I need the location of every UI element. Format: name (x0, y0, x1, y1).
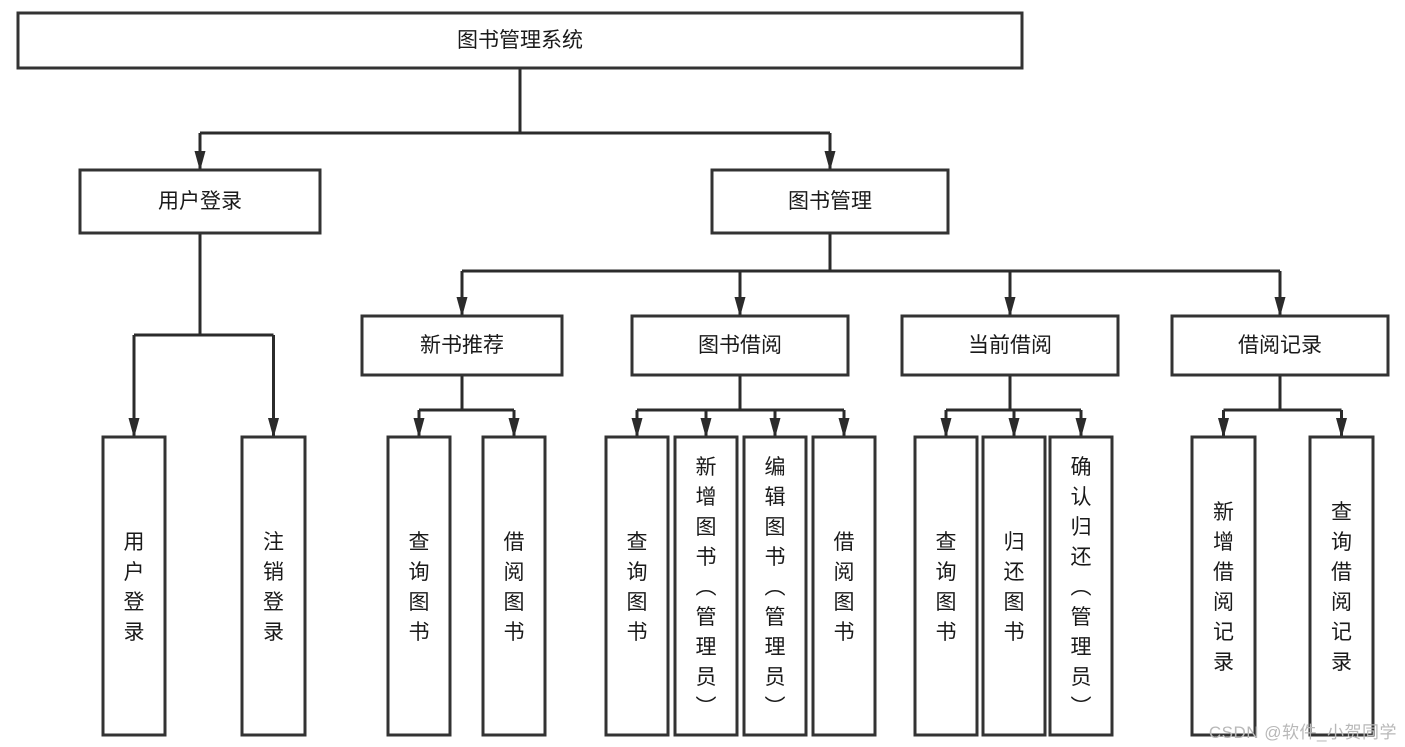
node-借阅图书-leaf-7-label: 借阅图书 (834, 531, 855, 644)
arrow-head-icon (268, 418, 279, 438)
connectors-layer (128, 68, 1347, 438)
arrow-head-icon (700, 418, 712, 438)
node-图书管理系统-root-label: 图书管理系统 (457, 29, 583, 52)
node-注销登录-leaf-1[interactable]: 注销登录 (240, 435, 307, 737)
node-借阅记录-l2-box[interactable] (1170, 314, 1390, 377)
node-当前借阅-l2-box[interactable] (900, 314, 1120, 377)
node-确认归还管理员-leaf-10-box[interactable] (1048, 435, 1114, 737)
node-编辑图书管理员-leaf-6-label: 编辑图书︵管理员︶ (765, 456, 786, 719)
node-归还图书-leaf-9[interactable]: 归还图书 (981, 435, 1047, 737)
arrow-head-icon (631, 418, 643, 438)
node-查询借阅记录-leaf-12-box[interactable] (1308, 435, 1375, 737)
node-查询图书-leaf-2[interactable]: 查询图书 (386, 435, 452, 737)
node-新增借阅记录-leaf-11[interactable]: 新增借阅记录 (1190, 435, 1257, 737)
node-当前借阅-l2-label: 当前借阅 (968, 334, 1052, 357)
node-注销登录-leaf-1-box[interactable] (240, 435, 307, 737)
node-新增图书管理员-leaf-5-label: 新增图书︵管理员︶ (696, 456, 717, 719)
node-用户登录-leaf-0[interactable]: 用户登录 (101, 435, 167, 737)
node-图书管理-l1-box[interactable] (710, 168, 950, 235)
node-用户登录-l1[interactable]: 用户登录 (78, 168, 322, 235)
node-借阅记录-l2-label: 借阅记录 (1238, 334, 1322, 357)
watermark-text: CSDN @软件_小贺同学 (1208, 723, 1397, 742)
node-当前借阅-l2[interactable]: 当前借阅 (900, 314, 1120, 377)
arrow-head-icon (1008, 418, 1020, 438)
arrow-head-icon (456, 297, 468, 317)
node-确认归还管理员-leaf-10[interactable]: 确认归还︵管理员︶ (1048, 435, 1114, 737)
arrow-head-icon (838, 418, 850, 438)
node-查询图书-leaf-4-label: 查询图书 (627, 531, 648, 644)
arrow-head-icon (1274, 297, 1286, 317)
nodes-layer: 图书管理系统用户登录图书管理新书推荐图书借阅当前借阅借阅记录用户登录注销登录查询… (16, 11, 1390, 737)
node-借阅图书-leaf-3-label: 借阅图书 (504, 531, 525, 644)
arrow-head-icon (1004, 297, 1016, 317)
node-查询图书-leaf-8-label: 查询图书 (936, 531, 957, 644)
node-查询图书-leaf-4[interactable]: 查询图书 (604, 435, 670, 737)
node-新增图书管理员-leaf-5-box[interactable] (673, 435, 739, 737)
node-查询图书-leaf-2-box[interactable] (386, 435, 452, 737)
node-借阅记录-l2[interactable]: 借阅记录 (1170, 314, 1390, 377)
arrow-head-icon (1218, 418, 1229, 438)
node-查询图书-leaf-4-box[interactable] (604, 435, 670, 737)
node-图书借阅-l2-label: 图书借阅 (698, 334, 782, 357)
node-图书管理系统-root-box[interactable] (16, 11, 1024, 70)
arrow-head-icon (194, 151, 206, 171)
node-查询借阅记录-leaf-12-label: 查询借阅记录 (1331, 501, 1352, 674)
node-查询图书-leaf-8[interactable]: 查询图书 (913, 435, 979, 737)
node-归还图书-leaf-9-box[interactable] (981, 435, 1047, 737)
node-查询借阅记录-leaf-12[interactable]: 查询借阅记录 (1308, 435, 1375, 737)
node-图书管理-l1-label: 图书管理 (788, 190, 872, 213)
node-新书推荐-l2-label: 新书推荐 (420, 334, 504, 357)
node-新书推荐-l2[interactable]: 新书推荐 (360, 314, 564, 377)
node-确认归还管理员-leaf-10-label: 确认归还︵管理员︶ (1071, 456, 1092, 719)
node-注销登录-leaf-1-label: 注销登录 (263, 531, 284, 644)
node-编辑图书管理员-leaf-6-box[interactable] (742, 435, 808, 737)
node-新书推荐-l2-box[interactable] (360, 314, 564, 377)
node-归还图书-leaf-9-label: 归还图书 (1004, 531, 1025, 644)
arrow-head-icon (824, 151, 836, 171)
node-借阅图书-leaf-3-box[interactable] (481, 435, 547, 737)
node-用户登录-leaf-0-box[interactable] (101, 435, 167, 737)
arrow-head-icon (1336, 418, 1347, 438)
node-借阅图书-leaf-3[interactable]: 借阅图书 (481, 435, 547, 737)
node-图书管理系统-root[interactable]: 图书管理系统 (16, 11, 1024, 70)
node-图书管理-l1[interactable]: 图书管理 (710, 168, 950, 235)
node-图书借阅-l2[interactable]: 图书借阅 (630, 314, 850, 377)
node-图书借阅-l2-box[interactable] (630, 314, 850, 377)
arrow-head-icon (734, 297, 746, 317)
arrow-head-icon (413, 418, 425, 438)
arrow-head-icon (940, 418, 952, 438)
node-新增借阅记录-leaf-11-label: 新增借阅记录 (1213, 501, 1234, 674)
node-用户登录-l1-box[interactable] (78, 168, 322, 235)
node-新增借阅记录-leaf-11-box[interactable] (1190, 435, 1257, 737)
node-查询图书-leaf-8-box[interactable] (913, 435, 979, 737)
arrow-head-icon (508, 418, 520, 438)
arrow-head-icon (128, 418, 140, 438)
node-查询图书-leaf-2-label: 查询图书 (409, 531, 430, 644)
arrow-head-icon (769, 418, 781, 438)
node-用户登录-leaf-0-label: 用户登录 (124, 531, 145, 644)
node-编辑图书管理员-leaf-6[interactable]: 编辑图书︵管理员︶ (742, 435, 808, 737)
node-用户登录-l1-label: 用户登录 (158, 190, 242, 213)
node-新增图书管理员-leaf-5[interactable]: 新增图书︵管理员︶ (673, 435, 739, 737)
arrow-head-icon (1075, 418, 1087, 438)
node-借阅图书-leaf-7[interactable]: 借阅图书 (811, 435, 877, 737)
node-借阅图书-leaf-7-box[interactable] (811, 435, 877, 737)
